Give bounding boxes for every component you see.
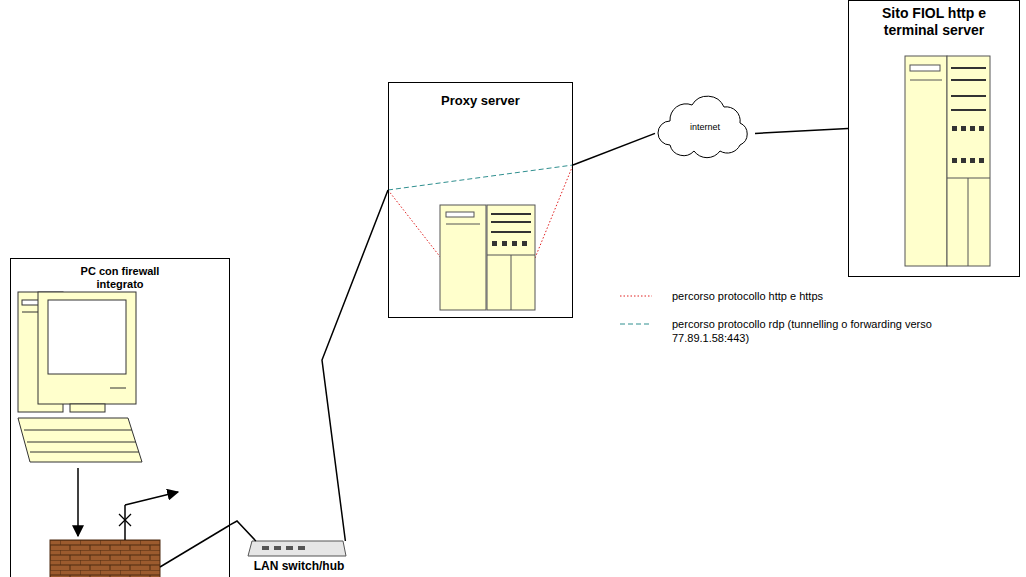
legend-line [620,324,652,325]
blocked-traffic [119,492,178,540]
legend-line [620,296,652,297]
network-link [322,190,388,541]
network-link [573,133,655,165]
legend-entry: percorso protocollo http e https [618,289,823,303]
fiol-server-box: Sito FIOL http e terminal server [848,0,1020,277]
pc-firewall-box: PC con firewall integrato [10,258,230,577]
legend-label: percorso protocollo http e https [672,289,823,303]
node-label: Sito FIOL http e terminal server [879,5,989,39]
network-link [755,129,848,134]
node-label: internet [660,122,750,133]
traffic-arrow [77,468,79,536]
node-label: PC con firewall integrato [60,265,180,291]
wall-wire [160,525,230,567]
proxy-server-icon [440,205,535,310]
internet-cloud: internet [655,95,755,159]
node-label: Proxy server [398,93,563,109]
legend-line-sample [618,317,670,331]
legend-line-sample [618,289,670,303]
lan-switch: LAN switch/hub [240,541,358,577]
proxy-server-box: Proxy server [388,82,573,318]
node-label: LAN switch/hub [243,559,355,574]
pc-keyboard [18,418,142,462]
legend-entry: percorso protocollo rdp (tunnelling o fo… [618,317,932,345]
pc-monitor [38,292,136,412]
legend-label: percorso protocollo rdp (tunnelling o fo… [672,317,932,345]
firewall-wall [50,540,160,577]
network-link [230,521,256,541]
switch-device [248,541,346,556]
fiol-server-icon [905,56,990,266]
